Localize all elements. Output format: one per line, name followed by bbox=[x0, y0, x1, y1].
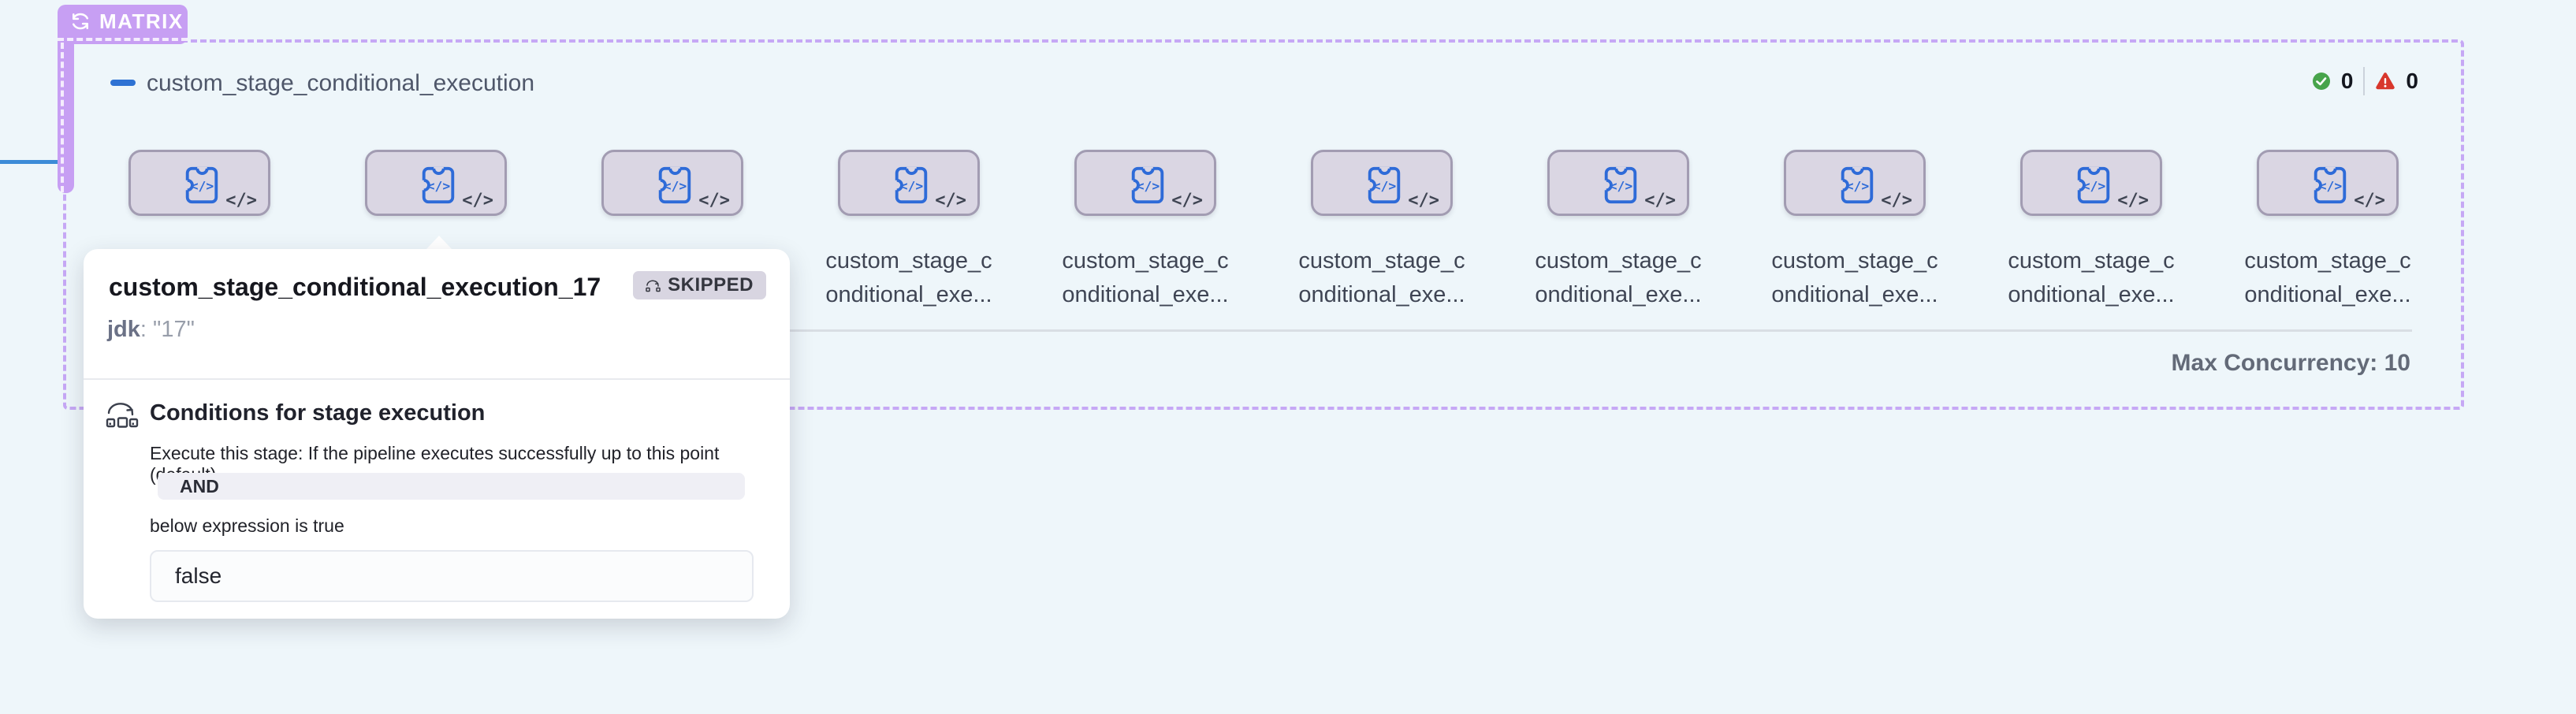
stage-tooltip: custom_stage_conditional_execution_17 SK… bbox=[84, 249, 790, 619]
condition-default-text: Execute this stage: If the pipeline exec… bbox=[150, 443, 720, 485]
code-glyph: </> bbox=[1408, 191, 1439, 210]
stage-card-cell: </> </> custom_stage_c onditional_exe... bbox=[825, 150, 992, 307]
svg-text:</>: </> bbox=[2083, 179, 2106, 194]
warning-icon bbox=[2376, 73, 2395, 90]
stage-card-label: custom_stage_c onditional_exe... bbox=[2008, 248, 2175, 307]
stage-card-label: custom_stage_c onditional_exe... bbox=[1298, 248, 1465, 307]
custom-stage-icon: </> bbox=[422, 166, 455, 204]
param-key: jdk bbox=[107, 317, 140, 342]
conditions-icon bbox=[106, 403, 139, 428]
custom-stage-icon: </> bbox=[895, 166, 928, 204]
custom-stage-icon: </> bbox=[2314, 166, 2347, 204]
stage-card-cell: </> </> custom_stage_c onditional_exe... bbox=[589, 150, 756, 307]
stage-card-label: custom_stage_c onditional_exe... bbox=[2244, 248, 2411, 307]
group-divider-line bbox=[114, 329, 2412, 332]
svg-text:</>: </> bbox=[664, 179, 687, 194]
counter-divider bbox=[2363, 67, 2366, 95]
code-glyph: </> bbox=[1881, 191, 1912, 210]
tooltip-title: custom_stage_conditional_execution_17 bbox=[109, 273, 601, 301]
stage-card[interactable]: </> </> bbox=[838, 150, 980, 216]
stage-card-cell: </> </> custom_stage_c onditional_exe... bbox=[1062, 150, 1229, 307]
stage-card-label: custom_stage_c onditional_exe... bbox=[825, 248, 992, 307]
stage-card[interactable]: </> </> bbox=[2020, 150, 2162, 216]
stage-card[interactable]: </> </> bbox=[1311, 150, 1453, 216]
stage-card-cell: </> </> custom_stage_c onditional_exe... bbox=[1535, 150, 1702, 307]
custom-stage-icon: </> bbox=[1131, 166, 1164, 204]
code-glyph: </> bbox=[225, 191, 257, 210]
stage-card[interactable]: </> </> bbox=[1074, 150, 1216, 216]
code-glyph: </> bbox=[698, 191, 730, 210]
status-badge-label: SKIPPED bbox=[668, 274, 754, 296]
expression-box: false bbox=[150, 550, 754, 602]
svg-text:</>: </> bbox=[1137, 179, 1160, 194]
stage-card[interactable]: </> </> bbox=[1784, 150, 1926, 216]
stage-card-label: custom_stage_c onditional_exe... bbox=[1771, 248, 1938, 307]
success-icon bbox=[2312, 73, 2330, 90]
code-glyph: </> bbox=[2117, 191, 2149, 210]
badge-dash-overlay-v bbox=[61, 43, 64, 192]
custom-stage-icon: </> bbox=[1841, 166, 1874, 204]
custom-stage-icon: </> bbox=[1604, 166, 1637, 204]
condition-expression-text: below expression is true bbox=[150, 515, 344, 536]
max-concurrency-label: Max Concurrency: 10 bbox=[2171, 350, 2410, 376]
skip-icon bbox=[646, 280, 661, 292]
collapse-minus-button[interactable] bbox=[110, 80, 136, 86]
custom-stage-icon: </> bbox=[1368, 166, 1401, 204]
stage-card-cell: </> </> custom_stage_c onditional_exe... bbox=[2244, 150, 2411, 307]
stage-card-label: custom_stage_c onditional_exe... bbox=[1062, 248, 1229, 307]
stage-group-title: custom_stage_conditional_execution bbox=[147, 70, 534, 96]
svg-text:</>: </> bbox=[2319, 179, 2343, 194]
stage-card[interactable]: </> </> bbox=[2257, 150, 2399, 216]
stage-card[interactable]: </> </> bbox=[128, 150, 270, 216]
stage-card-label: custom_stage_c onditional_exe... bbox=[1535, 248, 1702, 307]
svg-text:</>: </> bbox=[427, 179, 451, 194]
jdk-param: jdk: "17" bbox=[107, 317, 195, 343]
code-glyph: </> bbox=[1644, 191, 1676, 210]
param-value: : "17" bbox=[140, 317, 195, 342]
code-glyph: </> bbox=[462, 191, 493, 210]
code-glyph: </> bbox=[935, 191, 966, 210]
svg-text:</>: </> bbox=[191, 179, 214, 194]
svg-text:</>: </> bbox=[900, 179, 924, 194]
badge-dash-overlay-h bbox=[58, 38, 188, 41]
conditions-heading: Conditions for stage execution bbox=[150, 400, 486, 426]
fail-count: 0 bbox=[2406, 69, 2418, 93]
svg-text:</>: </> bbox=[1373, 179, 1397, 194]
success-count: 0 bbox=[2340, 69, 2354, 93]
stage-card-cell: </> </> custom_stage_c onditional_exe... bbox=[352, 150, 519, 307]
status-badge: SKIPPED bbox=[633, 271, 766, 299]
stage-card-cell: </> </> custom_stage_c onditional_exe... bbox=[116, 150, 283, 307]
custom-stage-icon: </> bbox=[658, 166, 691, 204]
pipeline-connector-line bbox=[0, 160, 63, 164]
stage-card-cell: </> </> custom_stage_c onditional_exe... bbox=[1771, 150, 1938, 307]
code-glyph: </> bbox=[1171, 191, 1203, 210]
stage-card-cell: </> </> custom_stage_c onditional_exe... bbox=[2008, 150, 2175, 307]
code-glyph: </> bbox=[2354, 191, 2385, 210]
stage-card[interactable]: </> </> bbox=[601, 150, 743, 216]
matrix-badge: MATRIX bbox=[58, 5, 188, 44]
stage-card[interactable]: </> </> bbox=[1547, 150, 1689, 216]
svg-text:</>: </> bbox=[1846, 179, 1870, 194]
stage-card-cell: </> </> custom_stage_c onditional_exe... bbox=[1298, 150, 1465, 307]
status-counters: 0 0 bbox=[2312, 67, 2418, 95]
svg-text:</>: </> bbox=[1610, 179, 1633, 194]
custom-stage-icon: </> bbox=[185, 166, 218, 204]
matrix-badge-label: MATRIX bbox=[99, 9, 184, 33]
loop-icon bbox=[73, 13, 88, 30]
custom-stage-icon: </> bbox=[2077, 166, 2110, 204]
stage-card[interactable]: </> </> bbox=[365, 150, 507, 216]
tooltip-arrow bbox=[426, 236, 452, 250]
tooltip-divider bbox=[84, 378, 790, 380]
matrix-dashed-container bbox=[63, 39, 2464, 410]
operator-chip: AND bbox=[158, 473, 745, 500]
